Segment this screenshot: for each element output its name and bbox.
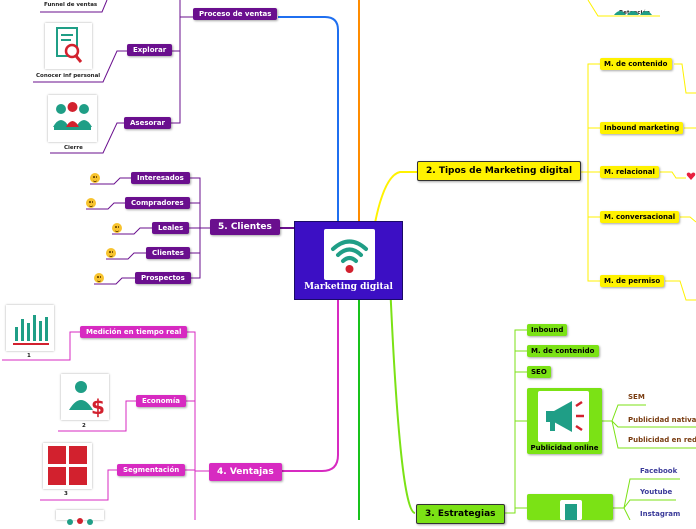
svg-text:$: $ [91,395,105,419]
asesorar-node[interactable]: Asesorar [124,117,171,129]
ventajas-item-0[interactable]: Medición en tiempo real [80,326,188,338]
red-item-0[interactable]: Facebook [640,467,678,475]
people-meeting-icon [48,95,97,142]
ventajas-caption-0: 1 [27,353,31,359]
clientes-item-3[interactable]: Clientes [146,247,190,259]
funnel-caption: Funnel de ventas [44,2,98,8]
asesorar-caption: Cierre [64,145,83,151]
smiley-icon [90,173,100,183]
estrategias-item-2[interactable]: SEO [527,366,551,378]
tipos-item-0[interactable]: M. de contenido [600,58,672,70]
smiley-icon [94,273,104,283]
people-icon [56,510,104,525]
ventajas-caption-2: 3 [64,491,68,497]
central-node[interactable]: Marketing digital [294,221,403,300]
redes-node[interactable] [527,494,613,520]
tipos-item-3[interactable]: M. conversacional [600,211,680,223]
grid-squares-icon [43,443,92,489]
device-icon [560,500,582,520]
tipos-item-4[interactable]: M. de permiso [600,275,665,287]
pub-item-1[interactable]: Publicidad nativa [628,416,696,424]
estrategias-item-1[interactable]: M. de contenido [527,345,599,357]
publicidad-online-label: Publicidad online [530,444,599,452]
clientes-node[interactable]: 5. Clientes [210,219,280,235]
heart-icon [686,166,696,180]
red-item-1[interactable]: Youtube [640,488,673,496]
ventajas-item-1[interactable]: Economía [136,395,186,407]
pub-item-2[interactable]: Publicidad en red [628,436,696,444]
clientes-item-2[interactable]: Leales [152,222,190,234]
search-document-icon [45,23,92,69]
proceso-ventas-node[interactable]: Proceso de ventas [193,8,278,20]
tipos-item-1[interactable]: Inbound marketing [600,122,684,134]
ventajas-caption-1: 2 [82,423,86,429]
pub-item-0[interactable]: SEM [628,393,645,401]
smiley-icon [86,198,96,208]
explorar-node[interactable]: Explorar [127,44,173,56]
ventajas-node[interactable]: 4. Ventajas [209,463,282,481]
explorar-caption: Conocer inf personal [36,73,101,79]
tipos-node[interactable]: 2. Tipos de Marketing digital [417,161,582,181]
estrategias-item-0[interactable]: Inbound [527,324,568,336]
clientes-item-1[interactable]: Compradores [125,197,190,209]
red-item-2[interactable]: Instagram [640,510,681,518]
clientes-item-4[interactable]: Prospectos [135,272,191,284]
clientes-item-0[interactable]: Interesados [131,172,190,184]
estrategias-node[interactable]: 3. Estrategias [416,504,505,524]
wifi-icon [324,229,375,280]
money-person-icon: $ [61,374,109,420]
smiley-icon [106,248,116,258]
megaphone-icon [538,391,589,442]
ventajas-item-2[interactable]: Segmentación [117,464,186,476]
people-icon [612,0,656,15]
tipos-item-2[interactable]: M. relacional [600,166,659,178]
smiley-icon [112,223,122,233]
publicidad-online-node[interactable]: Publicidad online [527,388,602,454]
bar-chart-icon [6,305,54,351]
central-title: Marketing digital [304,282,393,292]
